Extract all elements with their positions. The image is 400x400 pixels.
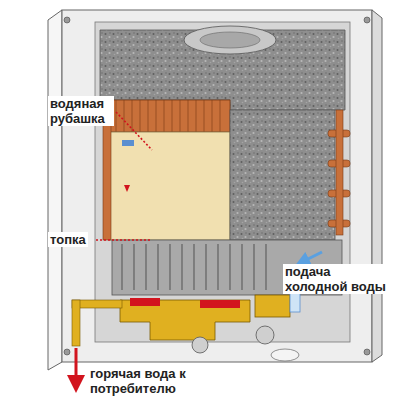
part-label: горячая вода к потребителю <box>88 366 204 396</box>
part-label: водяная рубашка <box>48 96 114 126</box>
part-label: топка <box>48 232 88 247</box>
part-label: подача холодной воды <box>283 264 397 294</box>
